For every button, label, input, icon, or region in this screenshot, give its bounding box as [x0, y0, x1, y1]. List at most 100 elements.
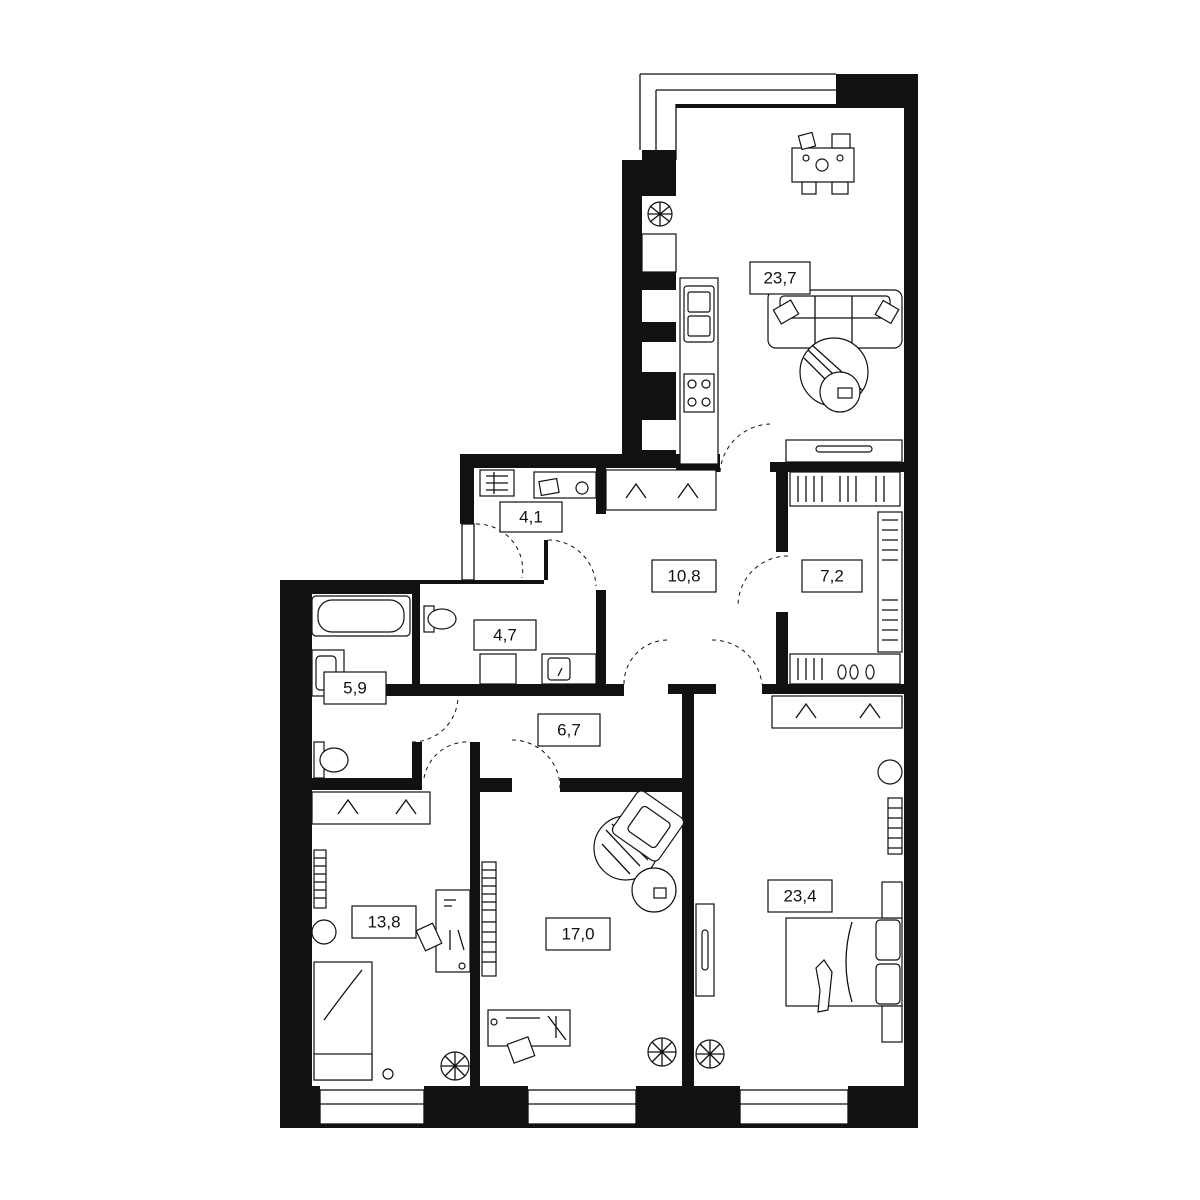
corridor-closet: [311, 791, 431, 825]
armchair-icon: [593, 790, 685, 881]
area-label-toilet: 4,7: [473, 619, 537, 651]
window: [461, 523, 475, 581]
window: [319, 1089, 425, 1125]
bed-icon: [785, 881, 903, 1043]
wall-segment: [776, 612, 788, 690]
wall-segment: [636, 1086, 740, 1128]
room-labels: 23,7 4,1 10,8 7,2 4,7 5,9 6,7 13,8: [323, 261, 863, 951]
window: [739, 1089, 849, 1125]
wall-segment: [642, 150, 676, 196]
radiator: [481, 921, 497, 977]
area-label-bedroom-master: 23,4: [767, 879, 833, 913]
book-icon: [653, 887, 667, 899]
stove-icon: [683, 373, 715, 413]
wall-segment: [642, 372, 676, 420]
wall-segment: [280, 1086, 320, 1128]
wall-segment: [676, 464, 720, 472]
wall-segment: [836, 74, 916, 108]
wall-segment: [420, 580, 544, 584]
wall-segment: [776, 472, 788, 552]
wall-segment: [596, 468, 606, 514]
exterior-walls: [280, 74, 918, 1128]
socket-icon: [382, 1068, 394, 1080]
area-text: 10,8: [667, 566, 700, 585]
coffee-table: [819, 371, 861, 413]
tv-icon: [695, 903, 715, 997]
radiator: [887, 797, 903, 855]
wall-segment: [676, 104, 836, 108]
wall-segment: [544, 540, 548, 580]
area-text: 23,4: [783, 886, 816, 905]
hanger-icon: [625, 482, 699, 499]
area-text: 23,7: [763, 268, 796, 287]
door-swings: [411, 423, 789, 789]
washer-icon: [479, 653, 517, 685]
bedroom-left-furniture: [311, 849, 471, 1081]
window: [527, 1089, 637, 1125]
wall-segment: [280, 580, 420, 594]
washer-icon: [479, 469, 515, 497]
plant-icon: [575, 481, 589, 495]
toilet-icon: [313, 741, 349, 779]
wall-segment: [412, 594, 420, 684]
area-text: 7,2: [820, 566, 844, 585]
plant-icon: [647, 1037, 677, 1067]
wall-segment: [424, 1086, 528, 1128]
chair-icon: [311, 919, 337, 945]
wardrobe-shelves: [789, 471, 903, 685]
wall-segment: [682, 694, 694, 1088]
radiator: [313, 849, 327, 909]
sink-icon: [683, 285, 715, 343]
desk-icon: [415, 889, 471, 973]
area-text: 4,7: [493, 625, 517, 644]
hanger-icon: [337, 798, 417, 815]
wall-segment: [642, 272, 676, 290]
sofa-icon: [767, 289, 903, 349]
dining-table-icon: [791, 131, 855, 195]
closet-master: [771, 695, 903, 729]
box-icon: [538, 477, 560, 497]
hall-closet: [605, 469, 717, 511]
wall-segment: [642, 322, 676, 342]
clothes-icon: [815, 959, 833, 1013]
bedroom-master-furniture: [695, 695, 903, 1069]
plant-icon: [695, 1039, 725, 1069]
area-label-bedroom-left: 13,8: [351, 905, 417, 939]
area-text: 4,1: [519, 507, 543, 526]
plant-icon: [647, 201, 673, 227]
area-text: 13,8: [367, 912, 400, 931]
bed-icon: [313, 961, 373, 1081]
wall-segment: [770, 462, 904, 472]
interior-walls: [312, 462, 904, 1088]
wall-segment: [622, 160, 642, 464]
bathtub-icon: [311, 595, 411, 637]
wall-segment: [762, 684, 904, 694]
area-label-living-kitchen: 23,7: [749, 261, 811, 295]
area-label-storage-small: 4,1: [499, 501, 563, 533]
area-text: 17,0: [561, 924, 594, 943]
wall-segment: [470, 778, 512, 792]
hanger-icon: [795, 702, 881, 719]
area-label-hall: 10,8: [651, 559, 717, 593]
wall-segment: [904, 74, 918, 1128]
area-label-bedroom-middle: 17,0: [545, 917, 611, 951]
area-label-bathroom: 5,9: [323, 671, 387, 705]
area-text: 6,7: [557, 720, 581, 739]
toilet-icon: [423, 605, 457, 633]
wall-segment: [560, 778, 686, 792]
fridge-icon: [641, 233, 677, 273]
wall-segment: [460, 454, 474, 524]
wall-segment: [460, 454, 720, 468]
tv-icon: [785, 439, 903, 463]
area-label-wardrobe: 7,2: [801, 559, 863, 593]
wall-segment: [470, 742, 480, 1088]
chair-icon: [877, 759, 903, 785]
wall-segment: [412, 742, 422, 790]
wall-segment: [668, 684, 716, 694]
wall-segment: [312, 684, 624, 696]
bedroom-middle-furniture: [481, 790, 685, 1067]
desk-icon: [487, 1009, 571, 1064]
area-text: 5,9: [343, 678, 367, 697]
